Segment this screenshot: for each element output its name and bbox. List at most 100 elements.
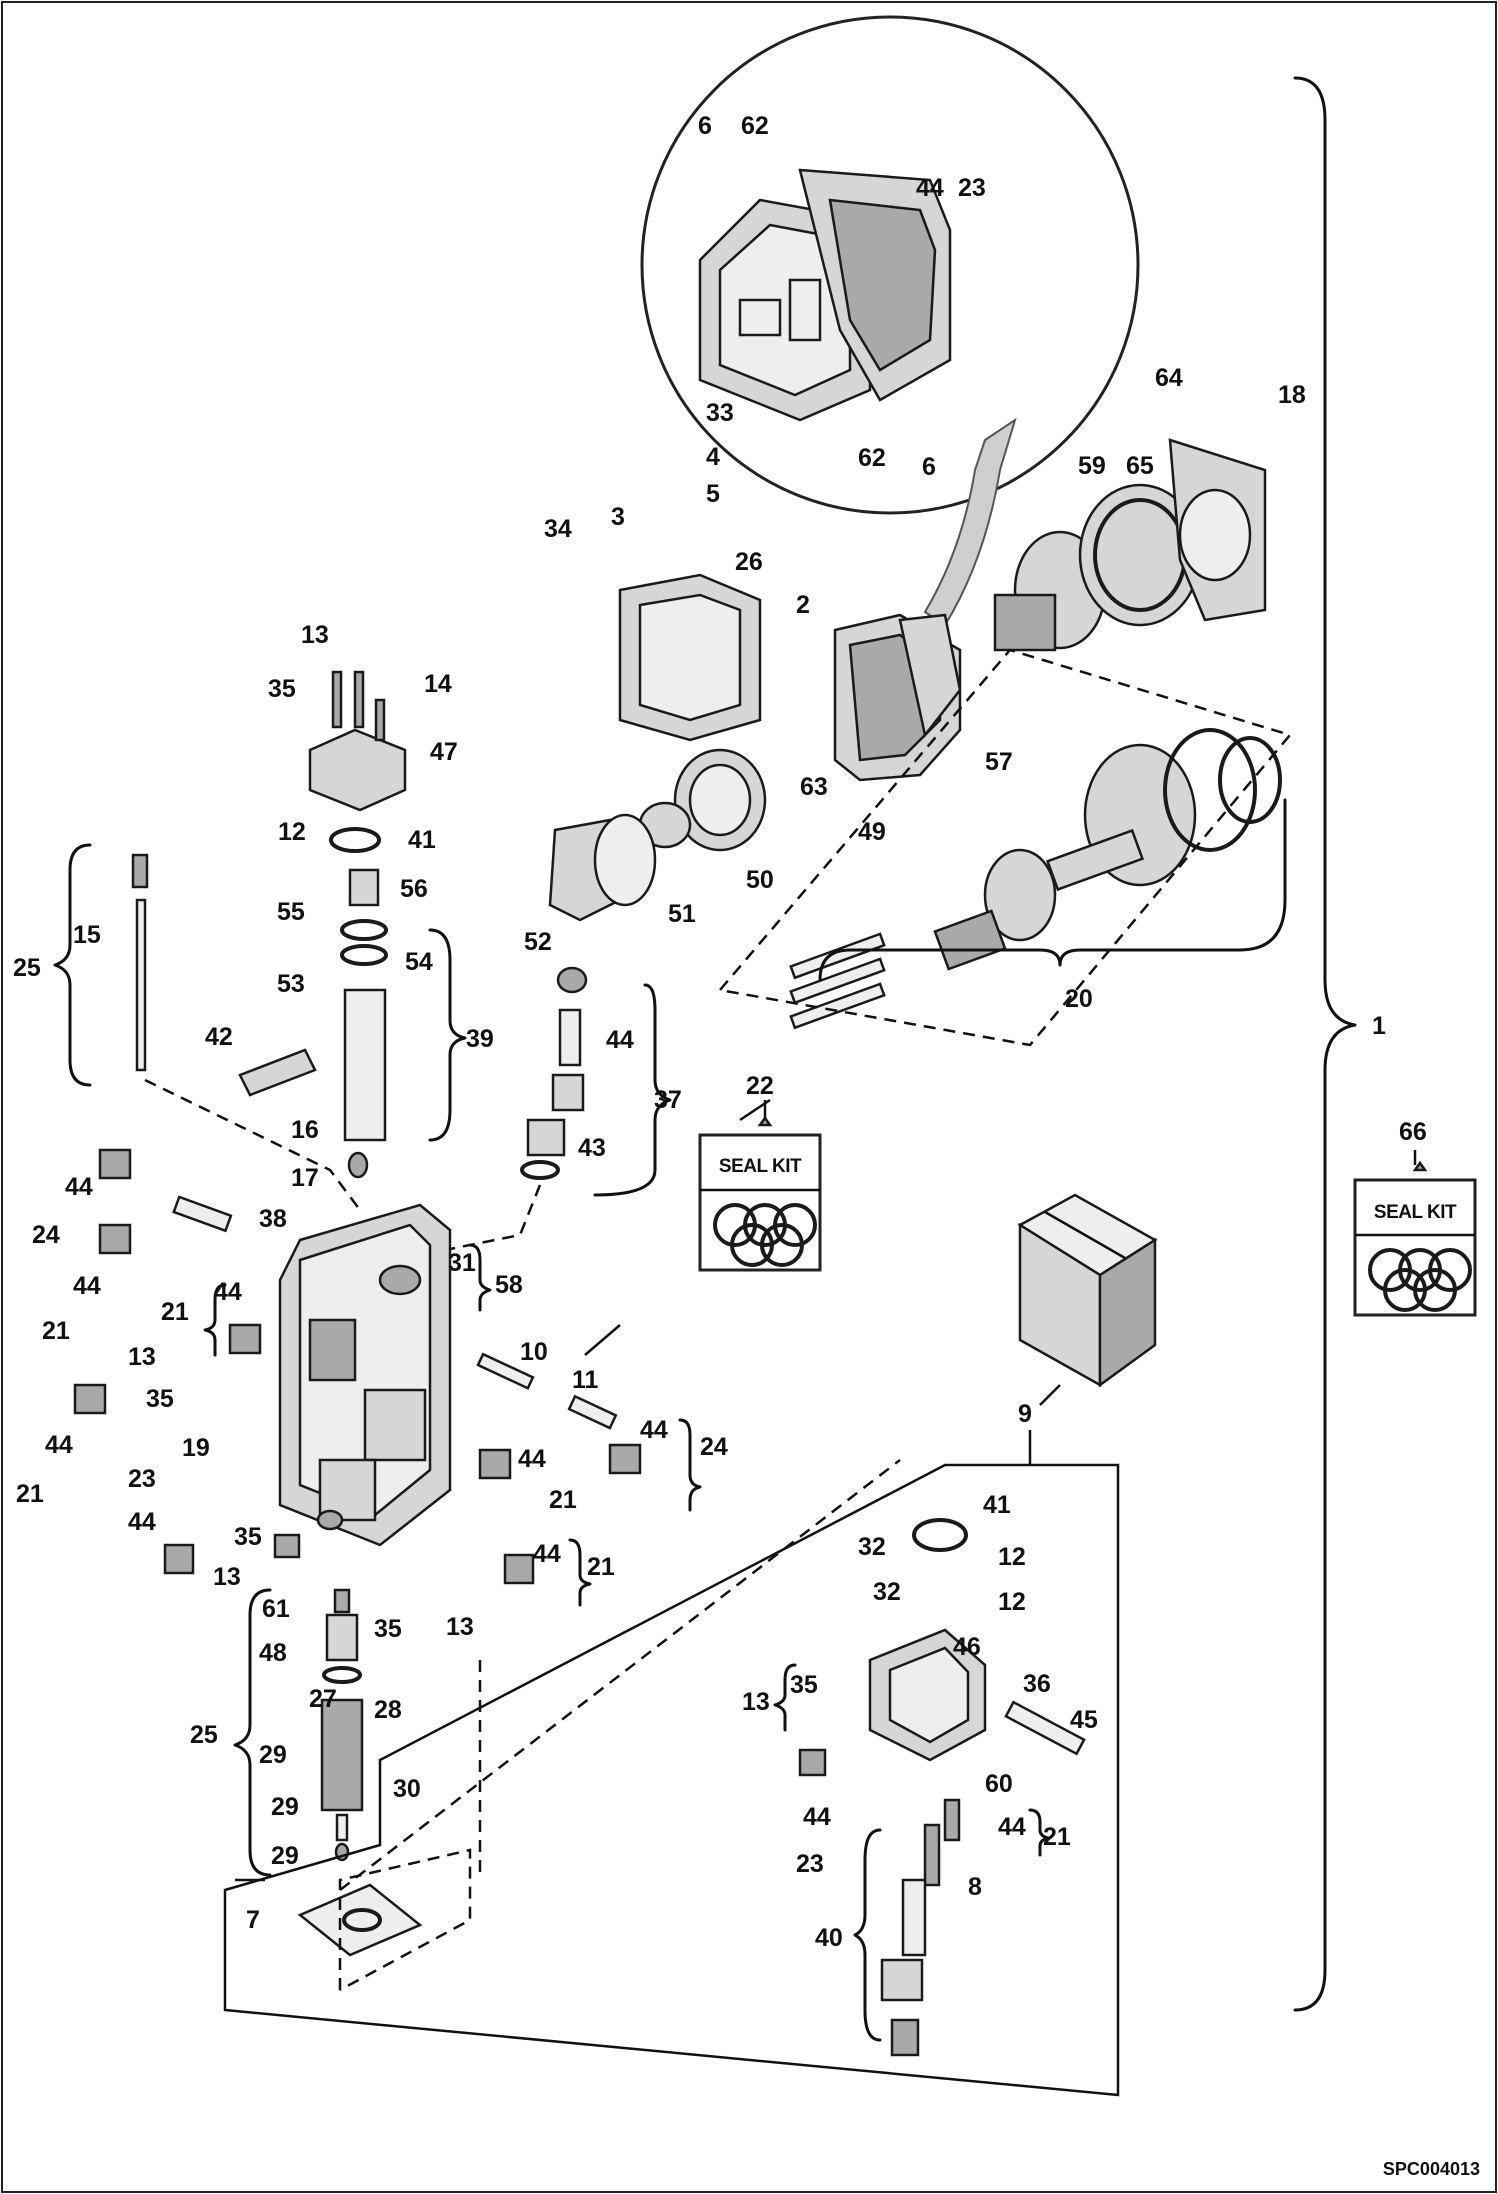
callout-35-d: 35 — [374, 1615, 402, 1643]
callout-30: 30 — [393, 1775, 421, 1803]
callout-18: 18 — [1278, 381, 1306, 409]
callout-29-b: 29 — [271, 1793, 299, 1821]
callout-21-a: 21 — [42, 1317, 70, 1345]
swash-plate-assembly — [993, 438, 1267, 652]
callout-44-i: 44 — [128, 1508, 156, 1536]
callout-15: 15 — [73, 921, 101, 949]
callout-44-b: 44 — [606, 1026, 634, 1054]
callout-58: 58 — [495, 1271, 523, 1299]
callout-66: 66 — [1399, 1118, 1427, 1146]
callout-21-d: 21 — [549, 1486, 577, 1514]
callout-46: 46 — [953, 1633, 981, 1661]
dash-check-to-block — [419, 1184, 542, 1257]
callout-50: 50 — [746, 866, 774, 894]
callout-35-c: 35 — [234, 1523, 262, 1551]
callout-4: 4 — [706, 443, 720, 471]
callout-47: 47 — [430, 738, 458, 766]
seal-kit-22: SEAL KIT — [698, 1115, 822, 1272]
brace-21-group9 — [1028, 1808, 1050, 1857]
callout-65: 65 — [1126, 452, 1154, 480]
callout-8: 8 — [968, 1873, 982, 1901]
callout-10: 10 — [520, 1338, 548, 1366]
callout-63: 63 — [800, 773, 828, 801]
callout-25-a: 25 — [13, 954, 41, 982]
shaft-assembly-20 — [789, 728, 1282, 1030]
brace-item-1 — [1293, 76, 1357, 2012]
callout-43: 43 — [578, 1134, 606, 1162]
dash-lower-long — [339, 1459, 901, 1891]
callout-19: 19 — [182, 1434, 210, 1462]
pin-15 — [131, 853, 149, 1072]
brace-58 — [468, 1243, 492, 1312]
callout-11: 11 — [572, 1366, 599, 1394]
callout-62-top: 62 — [741, 112, 769, 140]
callout-45: 45 — [1070, 1706, 1098, 1734]
callout-44-a: 44 — [916, 174, 944, 202]
callout-52: 52 — [524, 928, 552, 956]
cover-plate-47 — [308, 670, 407, 853]
motor-body — [618, 573, 962, 782]
callout-3: 3 — [611, 503, 625, 531]
callout-41-a: 41 — [408, 826, 436, 854]
callout-7: 7 — [246, 1906, 260, 1934]
callout-54: 54 — [405, 948, 433, 976]
callout-64: 64 — [1155, 364, 1183, 392]
callout-21-f: 21 — [1043, 1823, 1071, 1851]
callout-44-c: 44 — [65, 1173, 93, 1201]
brace-13-group9 — [773, 1663, 797, 1732]
callout-12-c: 12 — [998, 1588, 1026, 1616]
fittings-right — [476, 1352, 642, 1585]
callout-28: 28 — [374, 1696, 402, 1724]
brace-25-lower — [233, 1588, 272, 1877]
callout-13-d: 13 — [446, 1613, 474, 1641]
brace-40 — [853, 1828, 882, 2042]
callout-53: 53 — [277, 970, 305, 998]
callout-5: 5 — [706, 480, 720, 508]
callout-13-e: 13 — [742, 1688, 770, 1716]
callout-49: 49 — [858, 818, 886, 846]
callout-32-b: 32 — [873, 1578, 901, 1606]
callout-44-d: 44 — [73, 1272, 101, 1300]
callout-38: 38 — [259, 1205, 287, 1233]
callout-44-e: 44 — [214, 1278, 242, 1306]
callout-35-e: 35 — [790, 1671, 818, 1699]
callout-44-k: 44 — [998, 1813, 1026, 1841]
dash-lower-block — [338, 1848, 472, 1992]
callout-59: 59 — [1078, 452, 1106, 480]
callout-44-j: 44 — [533, 1540, 561, 1568]
brace-25-upper — [53, 843, 92, 1087]
callout-42: 42 — [205, 1023, 233, 1051]
callout-40: 40 — [815, 1924, 843, 1952]
callout-35-a: 35 — [268, 675, 296, 703]
callout-35-b: 35 — [146, 1385, 174, 1413]
callout-39: 39 — [466, 1025, 494, 1053]
dash-pin-to-block — [144, 1078, 361, 1211]
callout-13-a: 13 — [301, 621, 329, 649]
callout-20: 20 — [1065, 985, 1093, 1013]
brace-20 — [818, 798, 1287, 982]
callout-51: 51 — [668, 900, 696, 928]
callout-55: 55 — [277, 898, 305, 926]
leader-lines — [235, 1098, 1417, 1882]
callout-32-a: 32 — [858, 1533, 886, 1561]
callout-21-b: 21 — [161, 1298, 189, 1326]
callout-labels: 1 2 3 4 5 6 6 7 8 9 10 11 12 12 12 13 13… — [13, 112, 1427, 1952]
callout-2: 2 — [796, 591, 810, 619]
seal-kit-22-label: SEAL KIT — [719, 1156, 802, 1177]
callout-6-right: 6 — [922, 453, 936, 481]
box-9 — [1017, 1193, 1158, 1388]
seal-kit-66: SEAL KIT — [1353, 1160, 1477, 1317]
callout-33: 33 — [706, 399, 734, 427]
callout-44-f: 44 — [45, 1431, 73, 1459]
callout-23-c: 23 — [796, 1850, 824, 1878]
callout-9: 9 — [1018, 1400, 1032, 1428]
callout-26: 26 — [735, 548, 763, 576]
callout-44-g: 44 — [640, 1416, 668, 1444]
callout-23-a: 23 — [958, 174, 986, 202]
callout-41-b: 41 — [983, 1491, 1011, 1519]
callout-16: 16 — [291, 1116, 319, 1144]
callout-34: 34 — [544, 515, 572, 543]
callout-48: 48 — [259, 1639, 287, 1667]
